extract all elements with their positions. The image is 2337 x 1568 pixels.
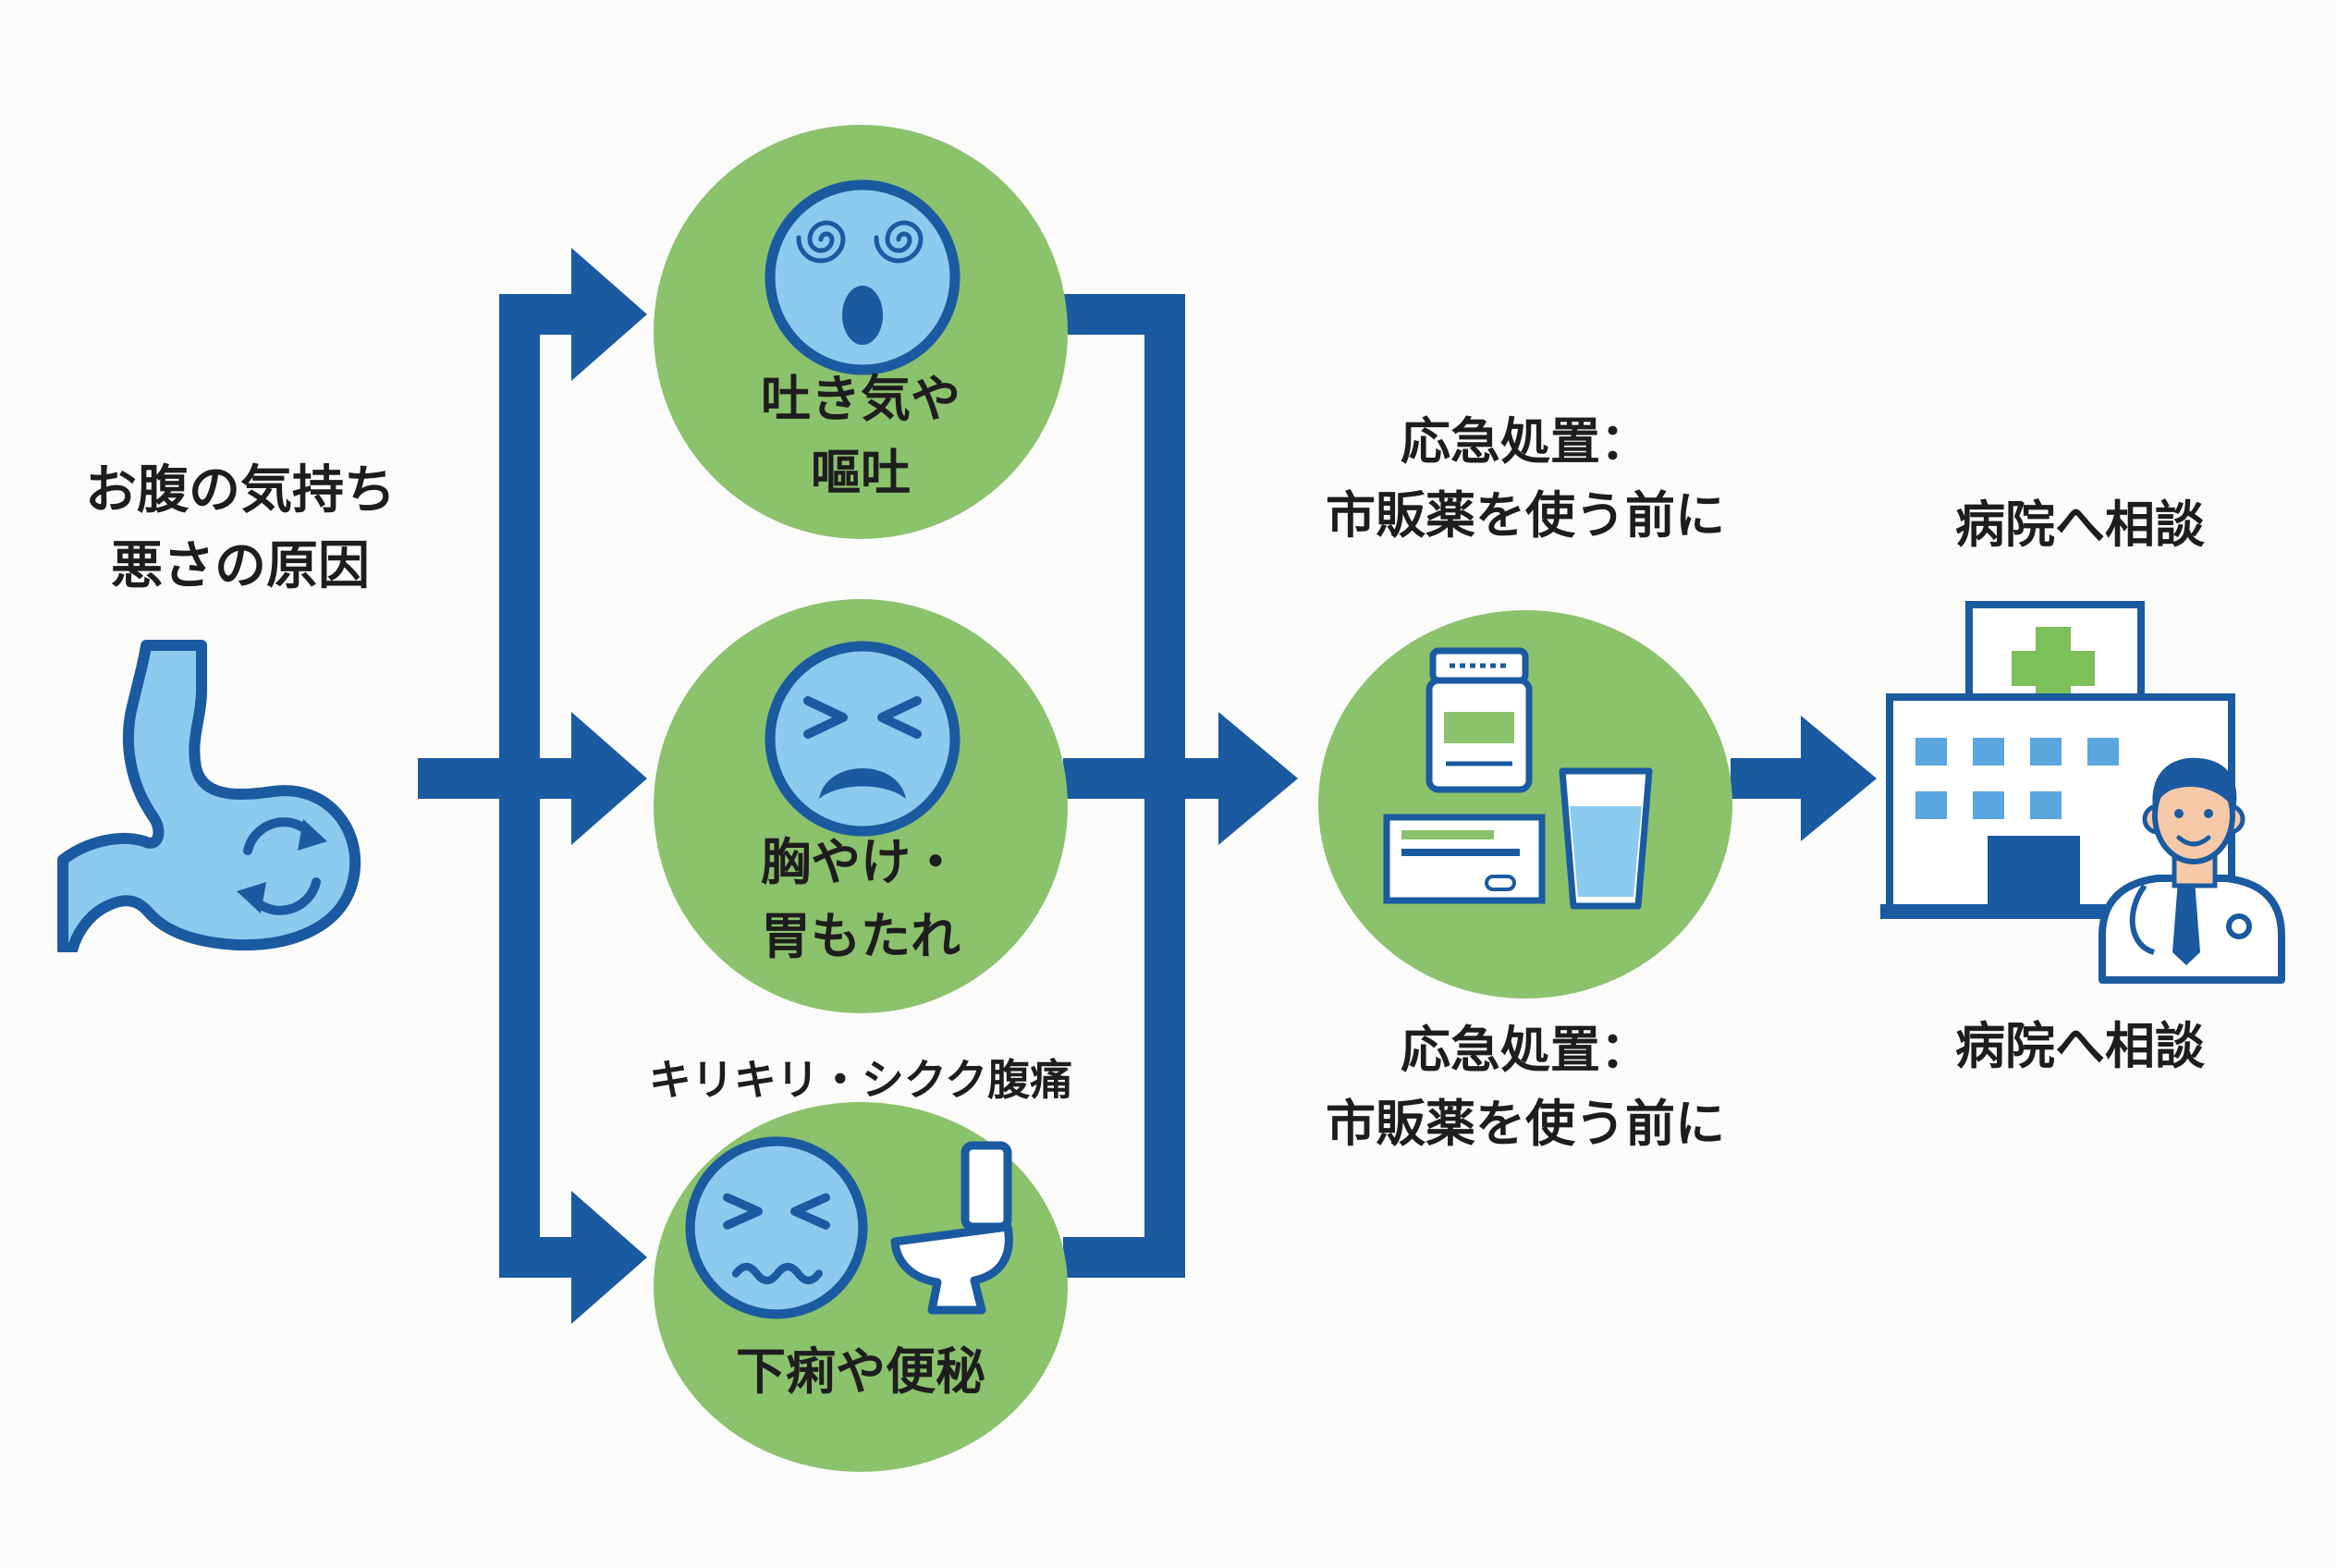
branch-line-bottom — [499, 1237, 582, 1278]
nausea-label-line2: 嘔吐 — [811, 444, 911, 502]
first-aid-top-line2: 市販薬を使う前に — [1326, 486, 1725, 545]
branch-vertical-line — [499, 294, 540, 1278]
first-aid-label-top: 応急処置： 市販薬を使う前に — [1234, 405, 1817, 553]
squinting-face-icon — [765, 641, 960, 837]
medicine-and-water-icon — [1383, 647, 1653, 910]
merge-line-bottom — [1063, 1237, 1185, 1278]
arrow-to-nausea — [571, 248, 647, 381]
hospital-doctor-icon — [1880, 601, 2285, 984]
heartburn-label: 胸やけ・ 胃もたれ — [654, 826, 1068, 974]
hospital-label-bottom: 病院へ相談 — [1955, 1017, 2205, 1075]
hospital-label-top: 病院へ相談 — [1955, 496, 2205, 554]
first-aid-bottom-line2: 市販薬を使う前に — [1326, 1095, 1725, 1153]
bowel-label: 下痢や便秘 — [736, 1342, 985, 1401]
arrow-to-bowel — [571, 1191, 647, 1324]
cause-label: お腹の気持ち 悪さの原因 — [37, 453, 444, 605]
heartburn-label-line2: 胃もたれ — [761, 907, 960, 965]
abdominal-pain-caption: キリキリ・シクク腹痛 — [648, 1055, 1073, 1105]
cause-label-line2: 悪さの原因 — [111, 536, 370, 596]
nausea-label: 吐き気や 嘔吐 — [654, 362, 1068, 510]
first-aid-top-line1: 応急処置： — [1401, 412, 1650, 471]
stomach-icon — [57, 640, 361, 952]
cause-label-line1: お腹の気持ち — [85, 460, 396, 521]
squinting-face-icon — [685, 1136, 868, 1319]
toilet-icon — [890, 1141, 1013, 1315]
first-aid-bottom-line1: 応急処置： — [1401, 1021, 1650, 1079]
arrow-to-heartburn — [571, 712, 647, 845]
first-aid-label-bottom: 応急処置： 市販薬を使う前に — [1234, 1013, 1817, 1161]
arrow-to-hospital — [1801, 716, 1877, 841]
branch-line-top — [499, 294, 582, 335]
nausea-label-line1: 吐き気や — [761, 370, 960, 428]
first-aid-connector-line — [1731, 758, 1814, 799]
heartburn-label-line1: 胸やけ・ — [761, 833, 960, 891]
arrow-to-first-aid — [1218, 712, 1298, 845]
dizzy-face-icon — [765, 179, 960, 375]
